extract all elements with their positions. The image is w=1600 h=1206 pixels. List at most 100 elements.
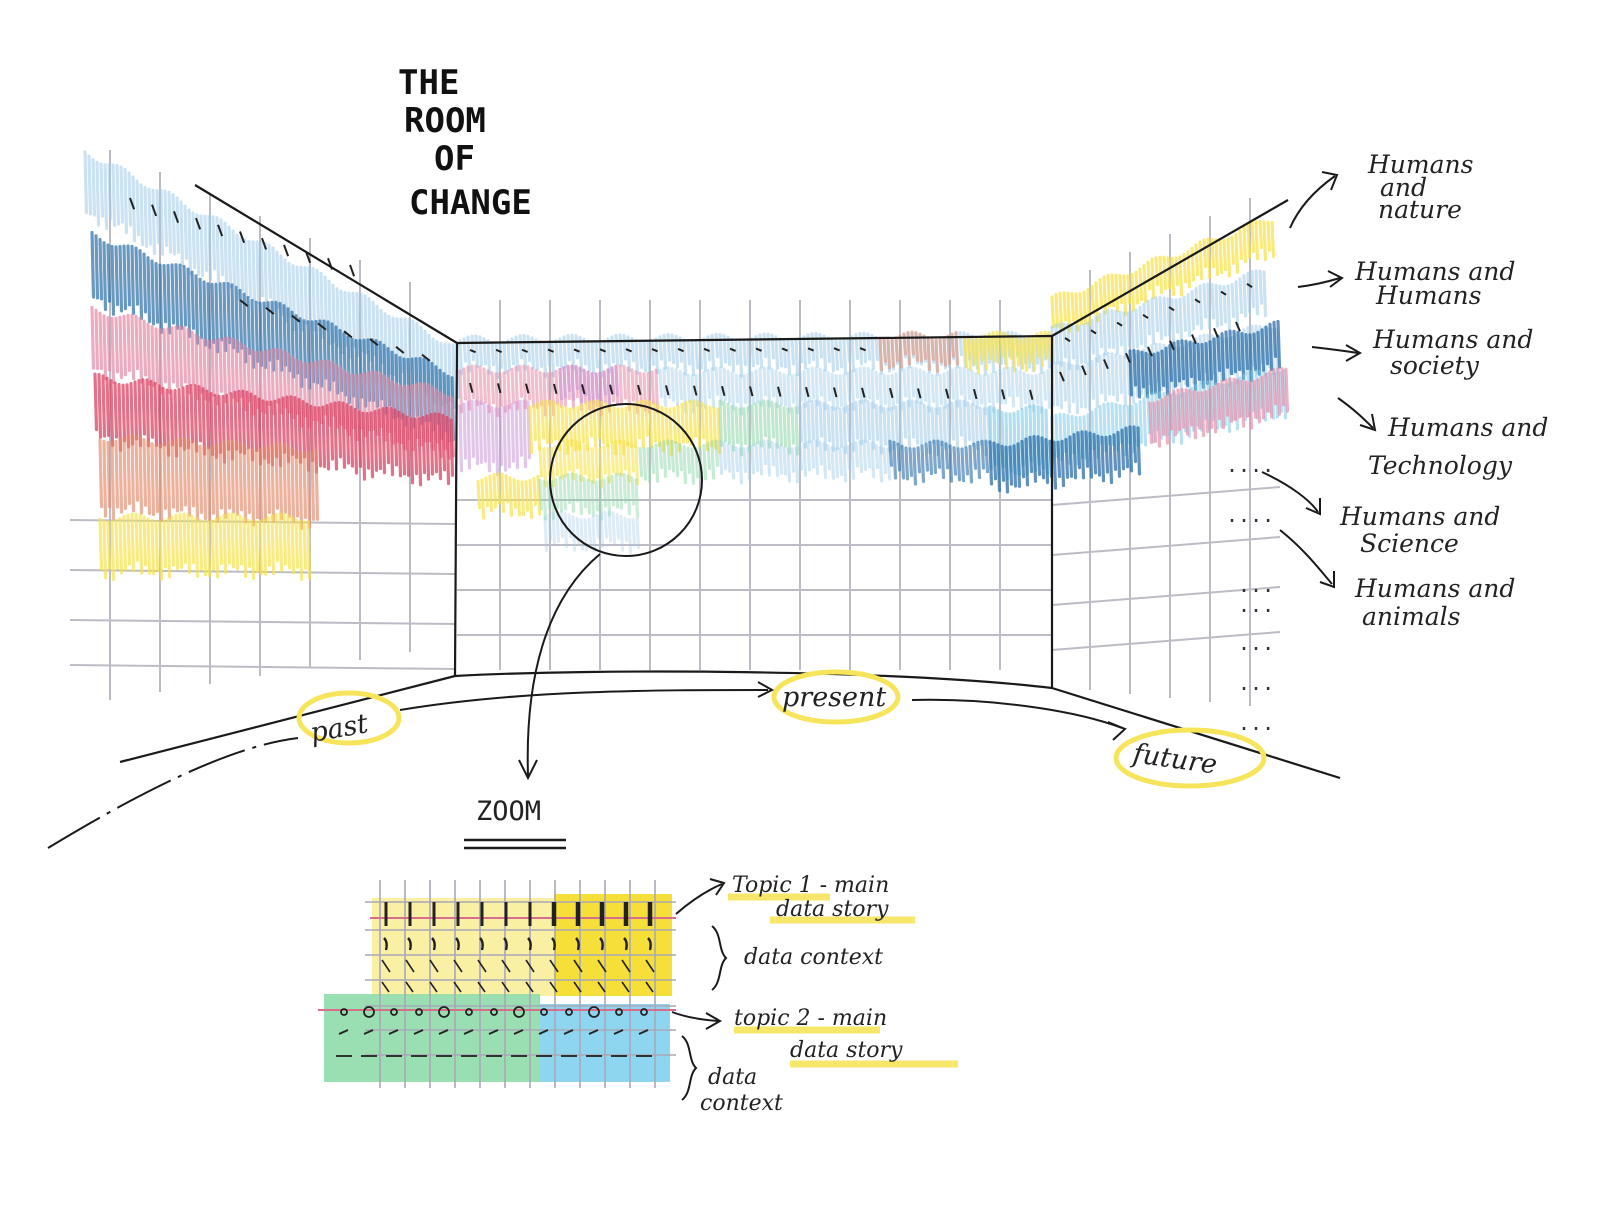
band-stroke bbox=[441, 413, 447, 472]
band-stroke bbox=[506, 339, 512, 372]
band-stroke bbox=[381, 407, 387, 475]
band-stroke bbox=[830, 445, 836, 480]
band-stroke bbox=[478, 335, 484, 367]
band-stroke bbox=[888, 439, 894, 467]
data-tick bbox=[1064, 337, 1071, 343]
data-tick bbox=[1116, 321, 1123, 327]
band-stroke bbox=[418, 382, 424, 447]
band-stroke bbox=[1212, 337, 1218, 386]
band-stroke bbox=[106, 243, 112, 303]
data-tick bbox=[1125, 352, 1131, 363]
band-stroke bbox=[1088, 431, 1094, 479]
band-stroke bbox=[154, 520, 160, 573]
band-stroke bbox=[1007, 334, 1013, 360]
band-stroke bbox=[298, 519, 304, 581]
band-stroke bbox=[954, 367, 960, 408]
band-stroke bbox=[1268, 370, 1274, 419]
band-stroke bbox=[191, 211, 197, 269]
data-tick bbox=[833, 347, 840, 352]
band-stroke bbox=[395, 317, 401, 383]
band-stroke bbox=[978, 373, 984, 405]
band-stroke bbox=[850, 335, 856, 373]
band-stroke bbox=[960, 447, 966, 483]
band-stroke bbox=[222, 440, 228, 520]
context1-mark bbox=[407, 937, 412, 951]
band-stroke bbox=[774, 335, 780, 370]
band-stroke bbox=[958, 399, 964, 437]
band-stroke bbox=[98, 517, 104, 571]
band-stroke bbox=[758, 400, 764, 448]
band-stroke bbox=[1142, 397, 1148, 447]
band-stroke bbox=[870, 368, 876, 409]
band-stroke bbox=[1174, 298, 1180, 334]
band-stroke bbox=[966, 401, 972, 442]
band-stroke bbox=[185, 384, 191, 450]
band-stroke bbox=[262, 350, 268, 414]
data-tick bbox=[917, 388, 922, 399]
band-stroke bbox=[898, 370, 904, 411]
band-stroke bbox=[210, 519, 216, 571]
band-stroke bbox=[700, 401, 706, 440]
band-stroke bbox=[394, 382, 400, 443]
band-stroke bbox=[794, 406, 800, 456]
band-stroke bbox=[528, 478, 534, 520]
band-stroke bbox=[439, 342, 445, 407]
band-stroke bbox=[632, 402, 638, 449]
band-stroke bbox=[706, 441, 712, 471]
band-stroke bbox=[278, 348, 284, 415]
band-stroke bbox=[331, 283, 337, 343]
band-stroke bbox=[866, 440, 872, 469]
band-stroke bbox=[522, 399, 528, 469]
band-stroke bbox=[674, 441, 680, 478]
band-stroke bbox=[166, 517, 172, 579]
band-stroke bbox=[694, 447, 700, 479]
band-stroke bbox=[377, 408, 383, 471]
band-stroke bbox=[1110, 309, 1116, 350]
zoom-topic1-strong bbox=[554, 894, 672, 996]
band-stroke bbox=[1162, 255, 1168, 291]
band-stroke bbox=[1264, 325, 1270, 366]
band-stroke bbox=[233, 390, 239, 451]
band-stroke bbox=[968, 444, 974, 484]
data-tick bbox=[553, 383, 558, 394]
room-outline bbox=[119, 184, 1341, 780]
band-stroke bbox=[234, 513, 240, 571]
band-stroke bbox=[1160, 398, 1166, 436]
data-tick bbox=[1059, 371, 1065, 382]
band-stroke bbox=[640, 399, 646, 449]
future-highlight bbox=[1113, 727, 1267, 789]
context1-mark bbox=[501, 981, 510, 993]
band-stroke bbox=[315, 268, 321, 326]
band-stroke bbox=[238, 514, 244, 566]
band-stroke bbox=[357, 410, 363, 469]
band-stroke bbox=[443, 342, 449, 404]
band-stroke bbox=[588, 400, 594, 438]
context2-mark bbox=[563, 1029, 574, 1035]
band-stroke bbox=[417, 417, 423, 487]
data-tick bbox=[721, 385, 726, 397]
band-stroke bbox=[782, 338, 788, 369]
band-stroke bbox=[610, 366, 616, 395]
band-stroke bbox=[322, 359, 328, 416]
band-stroke bbox=[247, 239, 253, 299]
band-stroke bbox=[166, 263, 172, 335]
band-stroke bbox=[1031, 334, 1037, 372]
band-stroke bbox=[1132, 348, 1138, 387]
band-stroke bbox=[980, 439, 986, 470]
band-stroke bbox=[586, 370, 592, 403]
band-stroke bbox=[393, 408, 399, 467]
band-stroke bbox=[570, 472, 576, 514]
band-stroke bbox=[1198, 381, 1204, 432]
band-stroke bbox=[214, 338, 220, 406]
band-stroke bbox=[363, 294, 369, 355]
band-stroke bbox=[722, 400, 728, 443]
band-stroke bbox=[619, 514, 625, 552]
context1-mark bbox=[455, 937, 460, 951]
band-stroke bbox=[1196, 342, 1202, 382]
band-stroke bbox=[912, 447, 918, 486]
band-stroke bbox=[310, 449, 316, 521]
band-stroke bbox=[1166, 344, 1172, 389]
band-stroke bbox=[850, 369, 856, 411]
band-stroke bbox=[242, 444, 248, 524]
band-stroke bbox=[253, 394, 259, 453]
